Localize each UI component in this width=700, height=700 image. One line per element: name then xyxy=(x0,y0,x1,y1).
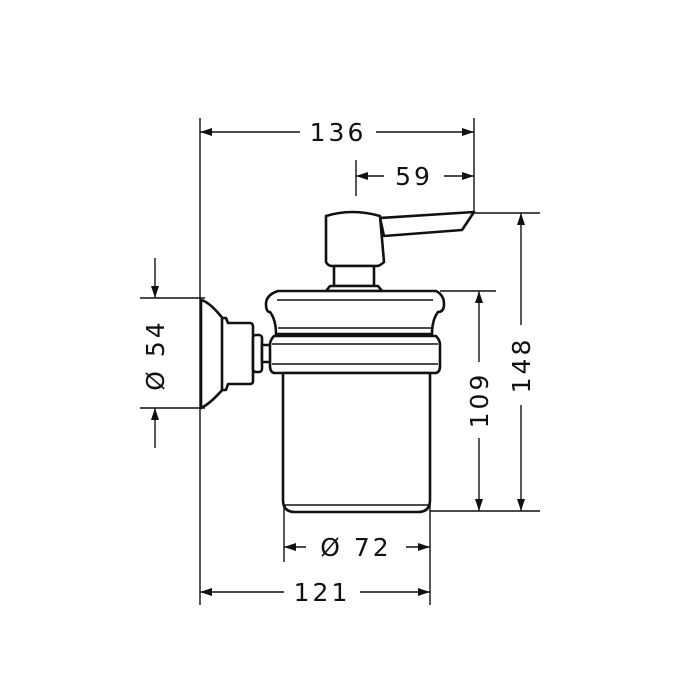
glass-container xyxy=(281,371,432,514)
container-band xyxy=(268,334,442,375)
dimension-diameter-72: Ø 72 xyxy=(284,533,430,562)
dimension-121: 121 xyxy=(200,578,430,607)
dimension-148: 148 xyxy=(507,213,536,511)
container-lid xyxy=(264,289,446,336)
dim-label-148: 148 xyxy=(507,337,536,394)
dim-label-109: 109 xyxy=(465,372,494,429)
wall-rosette xyxy=(199,298,226,410)
dimension-109: 109 xyxy=(465,291,494,511)
dim-label-diameter-72: Ø 72 xyxy=(320,533,391,562)
mount-nut xyxy=(251,333,264,374)
pump-neck xyxy=(332,264,376,288)
dimension-136: 136 xyxy=(200,118,474,147)
soap-dispenser xyxy=(199,210,476,514)
rosette-base xyxy=(220,316,255,392)
pump-head xyxy=(324,210,386,268)
dim-label-136: 136 xyxy=(310,118,367,147)
dim-label-59: 59 xyxy=(395,162,433,191)
pump-lever xyxy=(378,210,476,238)
dimension-59: 59 xyxy=(356,162,474,191)
dimension-diameter-54: Ø 54 xyxy=(141,258,170,448)
dim-label-diameter-54: Ø 54 xyxy=(141,319,170,390)
dim-label-121: 121 xyxy=(294,578,351,607)
